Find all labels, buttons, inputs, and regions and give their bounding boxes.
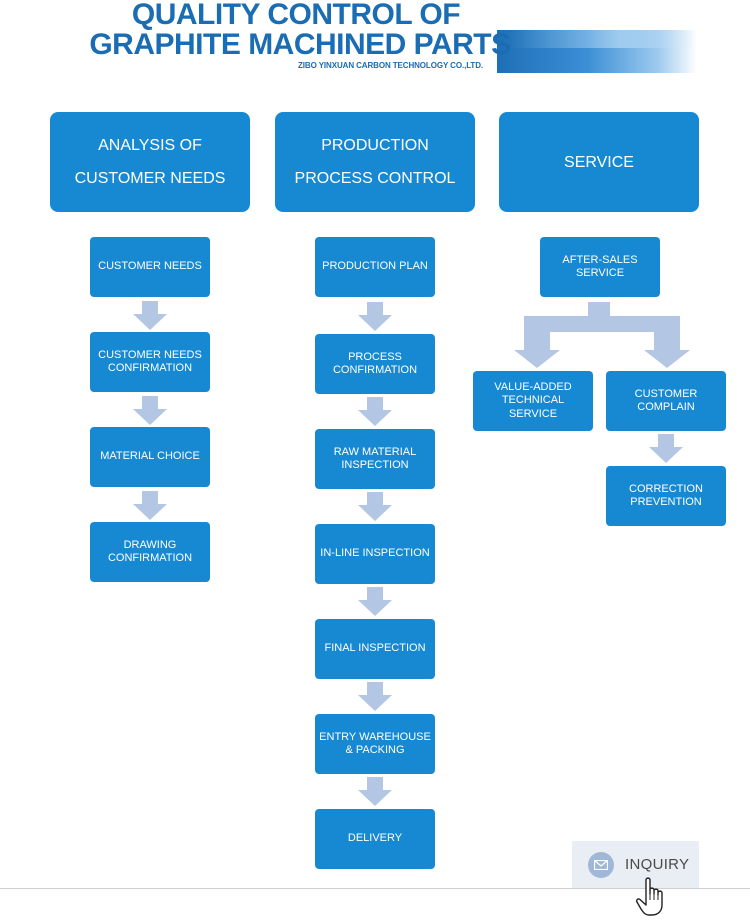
flow-arrow	[358, 682, 392, 712]
step-label: MATERIAL CHOICE	[100, 450, 200, 463]
step-label: DELIVERY	[347, 832, 403, 845]
step-customer-needs: CUSTOMER NEEDS	[90, 237, 210, 297]
header-analysis-line1: ANALYSIS OF	[98, 137, 202, 154]
step-label: CUSTOMER	[634, 387, 698, 400]
step-label: CONFIRMATION	[107, 362, 193, 374]
step-drawing-confirmation: DRAWING CONFIRMATION	[90, 522, 210, 582]
header-box-analysis: ANALYSIS OF CUSTOMER NEEDS	[50, 112, 250, 212]
branch-arrow	[512, 302, 692, 372]
header-production-line1: PRODUCTION	[321, 137, 429, 154]
step-customer-needs-confirmation: CUSTOMER NEEDS CONFIRMATION	[90, 332, 210, 392]
header-service-line1: SERVICE	[564, 153, 634, 171]
step-label: PROCESS	[348, 350, 402, 363]
flow-arrow	[649, 434, 683, 464]
header-analysis-line2: CUSTOMER NEEDS	[74, 170, 226, 187]
step-label: INSPECTION	[341, 459, 409, 471]
step-production-plan: PRODUCTION PLAN	[315, 237, 435, 297]
step-label: TECHNICAL SERVICE	[501, 394, 565, 420]
flow-arrow	[358, 492, 392, 522]
header-banner-highlight	[510, 30, 695, 48]
flow-arrow	[358, 777, 392, 807]
step-process-confirmation: PROCESS CONFIRMATION	[315, 334, 435, 394]
step-label: DRAWING	[123, 538, 177, 551]
page-title-line1: QUALITY CONTROL OF	[131, 0, 461, 31]
step-material-choice: MATERIAL CHOICE	[90, 427, 210, 487]
header-box-service: SERVICE	[499, 112, 699, 212]
flow-arrow	[133, 396, 167, 426]
step-label: & PACKING	[345, 744, 405, 756]
mail-icon	[588, 851, 614, 878]
step-label: PRODUCTION PLAN	[322, 260, 428, 273]
flow-arrow	[358, 397, 392, 427]
inquiry-button[interactable]: INQUIRY	[572, 841, 699, 888]
header-box-production: PRODUCTION PROCESS CONTROL	[275, 112, 475, 212]
step-label: SERVICE	[575, 267, 625, 279]
step-label: IN-LINE INSPECTION	[320, 547, 430, 560]
step-after-sales-service: AFTER-SALES SERVICE	[540, 237, 660, 297]
flow-arrow	[133, 491, 167, 521]
step-label: PREVENTION	[630, 496, 702, 508]
step-label: CORRECTION	[629, 482, 703, 495]
step-label: AFTER-SALES	[562, 253, 638, 266]
step-raw-material-inspection: RAW MATERIAL INSPECTION	[315, 429, 435, 489]
step-label: VALUE-ADDED	[494, 380, 572, 393]
step-delivery: DELIVERY	[315, 809, 435, 869]
inquiry-label: INQUIRY	[625, 856, 690, 873]
hand-pointer-icon	[636, 876, 676, 918]
flow-arrow	[358, 302, 392, 332]
step-label: ENTRY WAREHOUSE	[319, 730, 431, 743]
step-final-inspection: FINAL INSPECTION	[315, 619, 435, 679]
page-title-line2: GRAPHITE MACHINED PARTS	[89, 28, 511, 61]
header-production-line2: PROCESS CONTROL	[294, 170, 456, 187]
step-label: RAW MATERIAL	[333, 445, 417, 458]
company-name: ZIBO YINXUAN CARBON TECHNOLOGY CO.,LTD.	[298, 61, 483, 70]
step-label: CONFIRMATION	[107, 552, 193, 564]
step-label: COMPLAIN	[637, 401, 695, 413]
step-correction-prevention: CORRECTION PREVENTION	[606, 466, 726, 526]
step-in-line-inspection: IN-LINE INSPECTION	[315, 524, 435, 584]
step-label: CUSTOMER NEEDS	[98, 348, 202, 361]
step-label: FINAL INSPECTION	[324, 642, 426, 655]
flow-arrow	[133, 301, 167, 331]
step-entry-warehouse-packing: ENTRY WAREHOUSE & PACKING	[315, 714, 435, 774]
flow-arrow	[358, 587, 392, 617]
step-label: CONFIRMATION	[332, 364, 418, 376]
step-value-added-technical-service: VALUE-ADDED TECHNICAL SERVICE	[473, 371, 593, 431]
step-customer-complain: CUSTOMER COMPLAIN	[606, 371, 726, 431]
footer-divider	[0, 888, 750, 889]
step-label: CUSTOMER NEEDS	[98, 260, 202, 273]
